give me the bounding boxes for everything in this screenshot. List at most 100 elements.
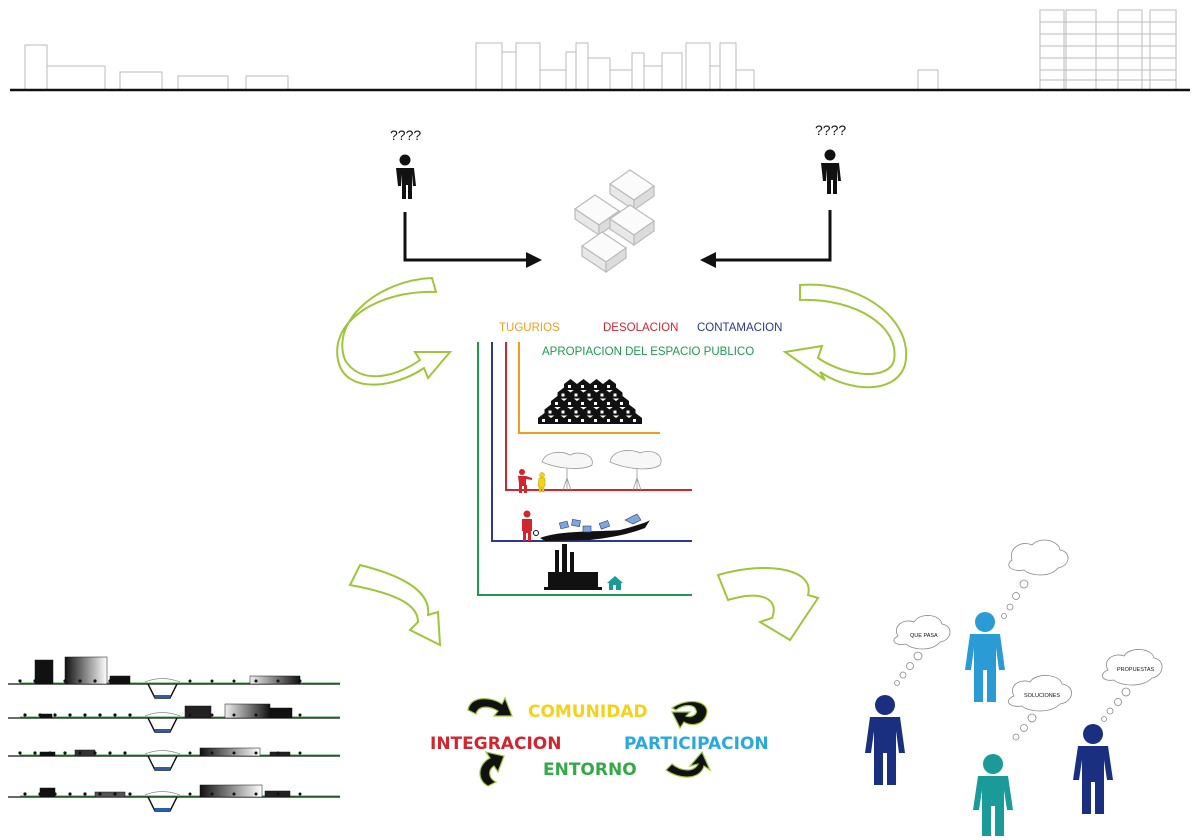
section-tree <box>188 713 192 717</box>
section-tree <box>53 792 57 796</box>
arrow-left-to-blocks <box>403 212 532 262</box>
section-building <box>269 751 291 757</box>
problem-axes <box>477 342 692 596</box>
section-tree <box>108 751 112 755</box>
slum-house <box>622 404 636 416</box>
tree-1-icon <box>541 451 593 491</box>
section-tree <box>83 792 87 796</box>
trash-pile-icon <box>540 520 650 541</box>
canal-water <box>154 808 171 811</box>
section-tree <box>188 751 192 755</box>
factory-icon <box>544 544 602 590</box>
section-building <box>39 713 53 719</box>
section-tree <box>113 713 117 717</box>
slum-houses-icon <box>538 379 642 424</box>
slum-house <box>557 387 571 399</box>
slum-house <box>551 413 564 424</box>
slum-window <box>620 402 623 405</box>
section-tree <box>68 713 72 717</box>
section-tree <box>254 713 258 717</box>
section-tree <box>63 679 67 683</box>
section-tree <box>210 751 214 755</box>
slum-window <box>633 419 636 422</box>
section-building <box>94 791 126 798</box>
section-tree <box>98 792 102 796</box>
value-entorno: ENTORNO <box>543 760 637 780</box>
section-tree <box>18 679 22 683</box>
label-apropiacion: APROPIACION DEL ESPACIO PUBLICO <box>542 346 754 358</box>
section-building <box>184 705 212 719</box>
slum-house <box>564 379 577 390</box>
slum-window <box>613 393 617 397</box>
slum-window <box>587 393 591 397</box>
bridge <box>144 712 181 717</box>
section-tree <box>210 713 214 717</box>
section-tree <box>63 751 67 755</box>
slum-window <box>581 385 584 388</box>
bridge <box>144 791 181 796</box>
section-building <box>34 659 54 685</box>
slum-window <box>555 402 558 405</box>
value-participacion: PARTICIPACION <box>624 734 769 754</box>
section-tree <box>232 751 236 755</box>
section-tree <box>48 679 52 683</box>
slum-house <box>583 387 597 399</box>
section-tree <box>33 679 37 683</box>
slum-house <box>544 404 558 416</box>
slum-house <box>603 379 616 390</box>
section-building <box>199 784 263 798</box>
slum-house <box>551 396 564 407</box>
urban-blocks-icon <box>573 169 656 274</box>
section-tree <box>298 792 302 796</box>
thought-cloud-propuestas-icon <box>1101 649 1163 686</box>
slum-window <box>561 393 565 397</box>
section-tree <box>210 792 214 796</box>
section-tree <box>232 792 236 796</box>
section-tree <box>210 679 214 683</box>
slum-house <box>596 387 610 399</box>
section-tree <box>128 713 132 717</box>
section-tree <box>98 713 102 717</box>
slum-house <box>590 413 603 424</box>
section-building <box>109 675 131 685</box>
section-tree <box>254 751 258 755</box>
section-tree <box>53 713 57 717</box>
thought-cloud-que-pasa-icon <box>893 615 951 650</box>
section-tree <box>298 679 302 683</box>
section-tree <box>113 792 117 796</box>
slum-house <box>583 404 597 416</box>
person-yellow-icon <box>537 472 546 493</box>
slum-house <box>603 396 616 407</box>
values-cycle: COMUNIDAD INTEGRACION PARTICIPACION ENTO… <box>430 696 769 787</box>
skyline <box>24 9 1177 91</box>
canal-water <box>154 729 171 732</box>
curved-arrow-lower-right-icon <box>716 566 820 642</box>
section-tree <box>276 792 280 796</box>
section-tree <box>276 751 280 755</box>
slum-window <box>581 402 584 405</box>
bridge <box>144 750 181 755</box>
slum-window <box>607 385 610 388</box>
section-tree <box>93 751 97 755</box>
urban-sections <box>8 656 340 812</box>
section-tree <box>298 713 302 717</box>
slum-window <box>594 402 597 405</box>
value-comunidad: COMUNIDAD <box>528 702 648 722</box>
slum-window <box>561 410 565 414</box>
section-tree <box>38 713 42 717</box>
section-tree <box>276 713 280 717</box>
slum-window <box>548 410 552 414</box>
community-people: QUE PASA SOLUCIONES PROPUESTAS <box>865 539 1163 836</box>
slum-window <box>600 410 604 414</box>
cycle-arrow-top-right-icon <box>670 700 708 730</box>
desolation-scene <box>518 450 662 493</box>
slum-house <box>609 387 623 399</box>
slum-house <box>616 413 629 424</box>
slum-window <box>574 410 578 414</box>
slum-house <box>616 396 629 407</box>
waste-items-icon <box>558 513 642 533</box>
value-integracion: INTEGRACION <box>430 734 561 754</box>
section-tree <box>276 679 280 683</box>
person-left-icon <box>396 154 416 199</box>
